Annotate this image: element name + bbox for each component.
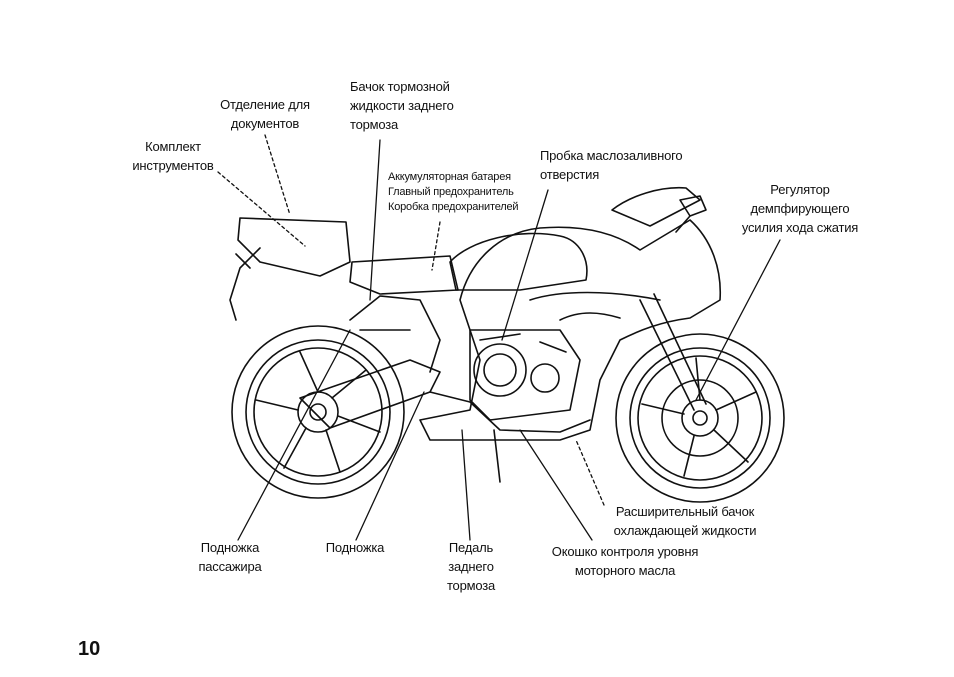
- label-rear-brake-fluid-reservoir: Бачок тормозной жидкости заднего тормоза: [350, 79, 454, 132]
- label-footpeg: Подножка: [325, 540, 385, 555]
- subframe: [349, 295, 441, 373]
- label-battery-fuse-box: Аккумуляторная батарея Главный предохран…: [388, 171, 519, 213]
- tail-section: [237, 217, 351, 277]
- leader-lines: [217, 134, 781, 541]
- label-passenger-footpeg: Подножка пассажира: [198, 540, 262, 574]
- engine: [469, 329, 581, 421]
- front-wheel: [615, 333, 785, 503]
- page-number: 10: [78, 638, 101, 660]
- rear-wheel: [231, 325, 405, 499]
- label-document-compartment: Отделение для документов: [220, 97, 310, 131]
- mirror: [675, 195, 707, 233]
- seat: [349, 255, 459, 295]
- front-fork: [639, 293, 707, 411]
- fuel-tank: [449, 232, 588, 291]
- label-tool-kit: Комплект инструментов: [132, 139, 214, 173]
- label-oil-level-window: Окошко контроля уровня моторного масла: [551, 544, 699, 578]
- exhaust: [429, 391, 591, 433]
- windscreen: [611, 186, 701, 227]
- label-oil-filler-cap: Пробка маслозаливного отверстия: [540, 148, 683, 182]
- label-rear-brake-pedal: Педаль заднего тормоза: [446, 540, 496, 593]
- swingarm: [299, 359, 441, 429]
- label-coolant-reserve-tank: Расширительный бачок охлаждающей жидкост…: [613, 504, 757, 538]
- label-damping-adjuster: Регулятор демпфирующего усилия хода сжат…: [741, 182, 859, 235]
- side-stand: [493, 429, 501, 483]
